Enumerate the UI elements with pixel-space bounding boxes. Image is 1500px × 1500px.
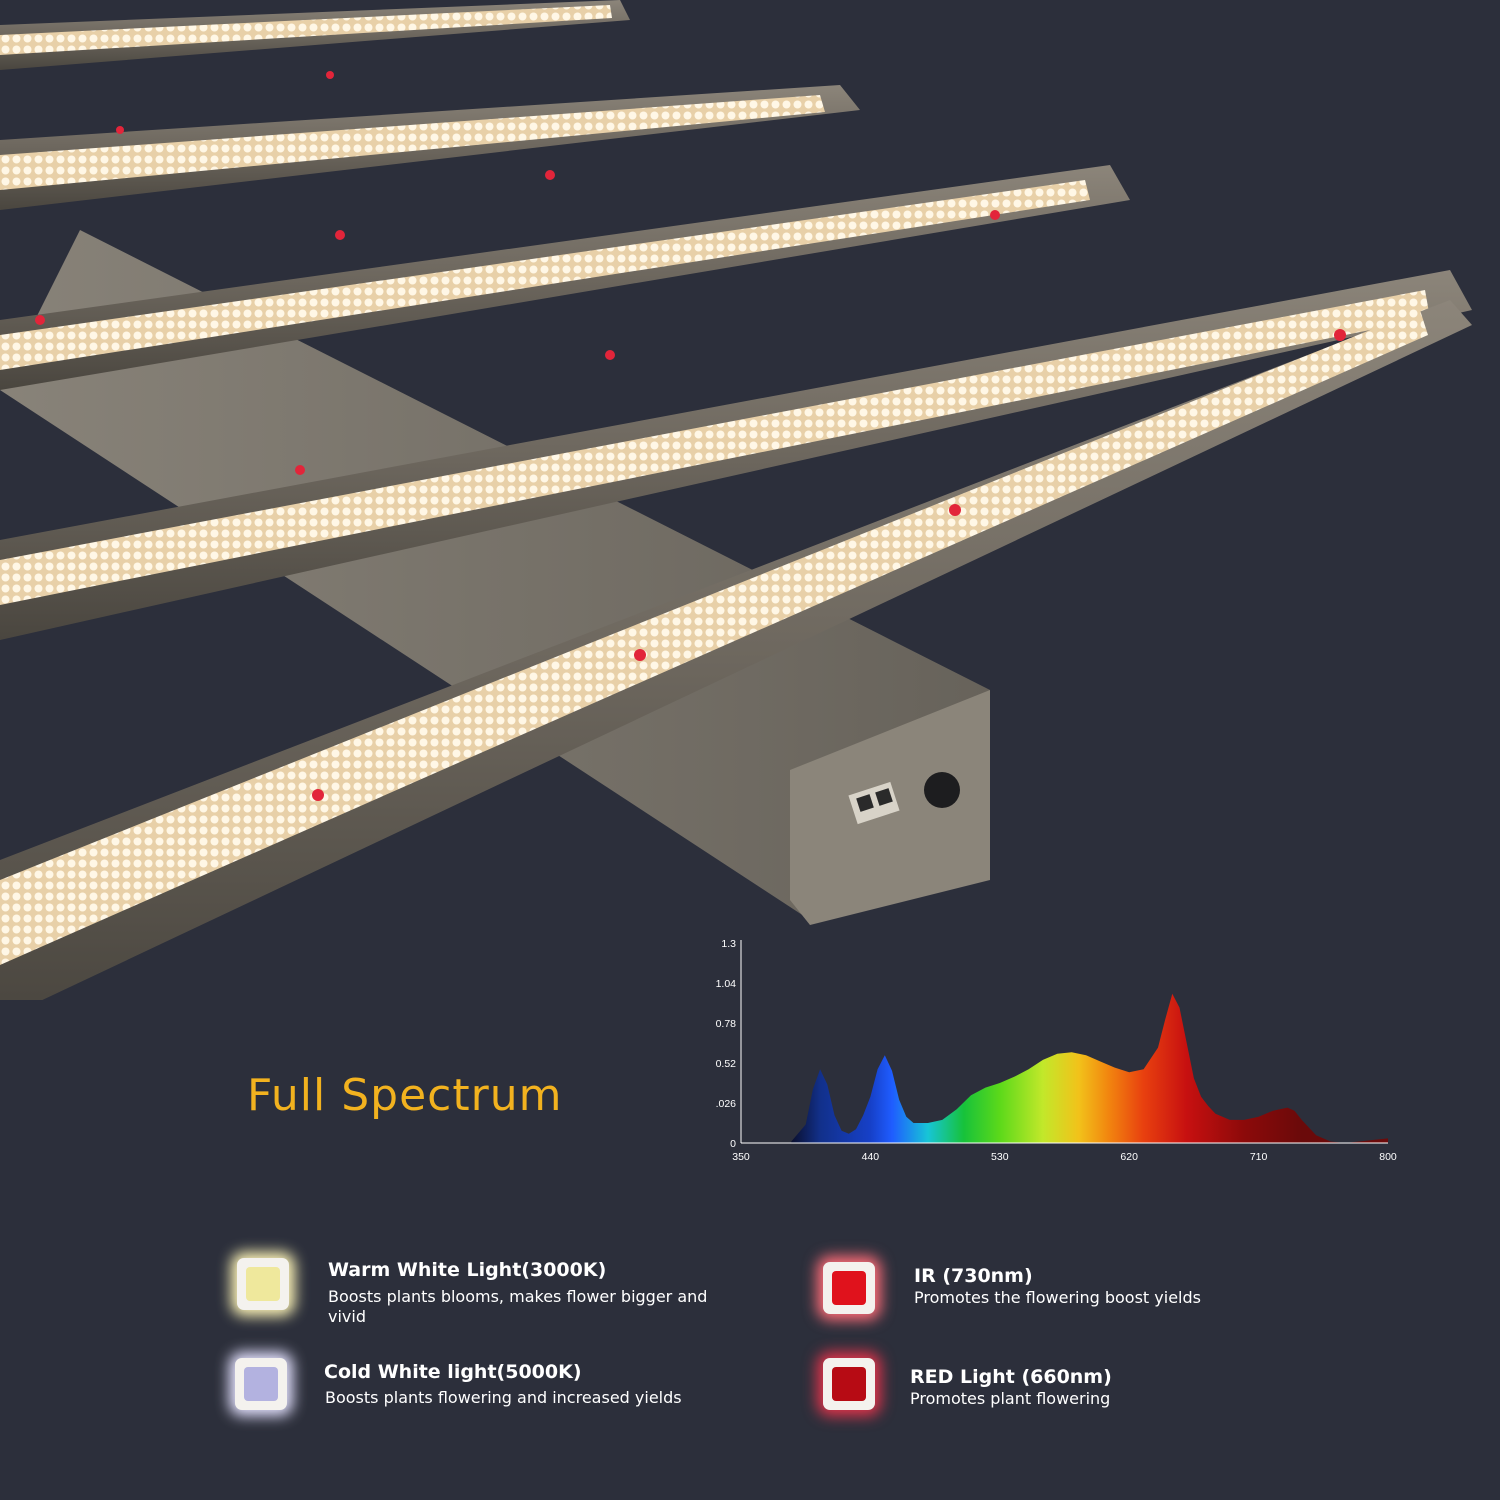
x-tick-label: 530 (991, 1151, 1009, 1163)
legend-desc: Promotes the flowering boost yields (914, 1288, 1201, 1307)
red-led-accents (35, 71, 1346, 801)
light-bar-2 (0, 85, 860, 210)
light-bar-1 (0, 0, 630, 70)
legend-title: IR (730nm) (914, 1265, 1033, 1287)
y-tick-label: 1.3 (721, 938, 736, 950)
light-bar-4 (0, 270, 1472, 640)
y-tick-label: .026 (716, 1098, 737, 1110)
x-tick-label: 710 (1250, 1151, 1268, 1163)
legend-title: Warm White Light(3000K) (328, 1259, 607, 1281)
x-tick-label: 440 (862, 1151, 880, 1163)
y-tick-label: 0.78 (716, 1018, 737, 1030)
legend-desc: Promotes plant flowering (910, 1389, 1111, 1408)
x-tick-label: 620 (1120, 1151, 1138, 1163)
light-bar-3 (0, 165, 1130, 390)
legend-desc: Boosts plants blooms, makes flower bigge… (328, 1287, 708, 1326)
spectrum-curve (791, 993, 1388, 1143)
x-tick-label: 350 (732, 1151, 750, 1163)
warm-white-led-icon (237, 1258, 289, 1310)
y-tick-label: 1.04 (716, 978, 737, 990)
legend-title: RED Light (660nm) (910, 1366, 1112, 1388)
ir-led-icon (823, 1262, 875, 1314)
x-tick-label: 800 (1379, 1151, 1397, 1163)
y-tick-label: 0.52 (716, 1058, 737, 1070)
spectrum-chart: 0 .026 0.52 0.78 1.04 1.3 350 440 530 620 710 800 (716, 938, 1397, 1163)
dimmer-knob (924, 772, 960, 808)
support-rail (0, 230, 990, 920)
legend-title: Cold White light(5000K) (324, 1361, 582, 1383)
red-led-icon (823, 1358, 875, 1410)
driver-ports (848, 781, 900, 825)
light-bar-5 (0, 300, 1472, 1000)
headline-full-spectrum: Full Spectrum (247, 1070, 563, 1121)
legend-desc: Boosts plants flowering and increased yi… (325, 1388, 682, 1407)
cold-white-led-icon (235, 1358, 287, 1410)
led-grow-light-image (0, 0, 1472, 1000)
y-tick-label: 0 (730, 1138, 736, 1150)
